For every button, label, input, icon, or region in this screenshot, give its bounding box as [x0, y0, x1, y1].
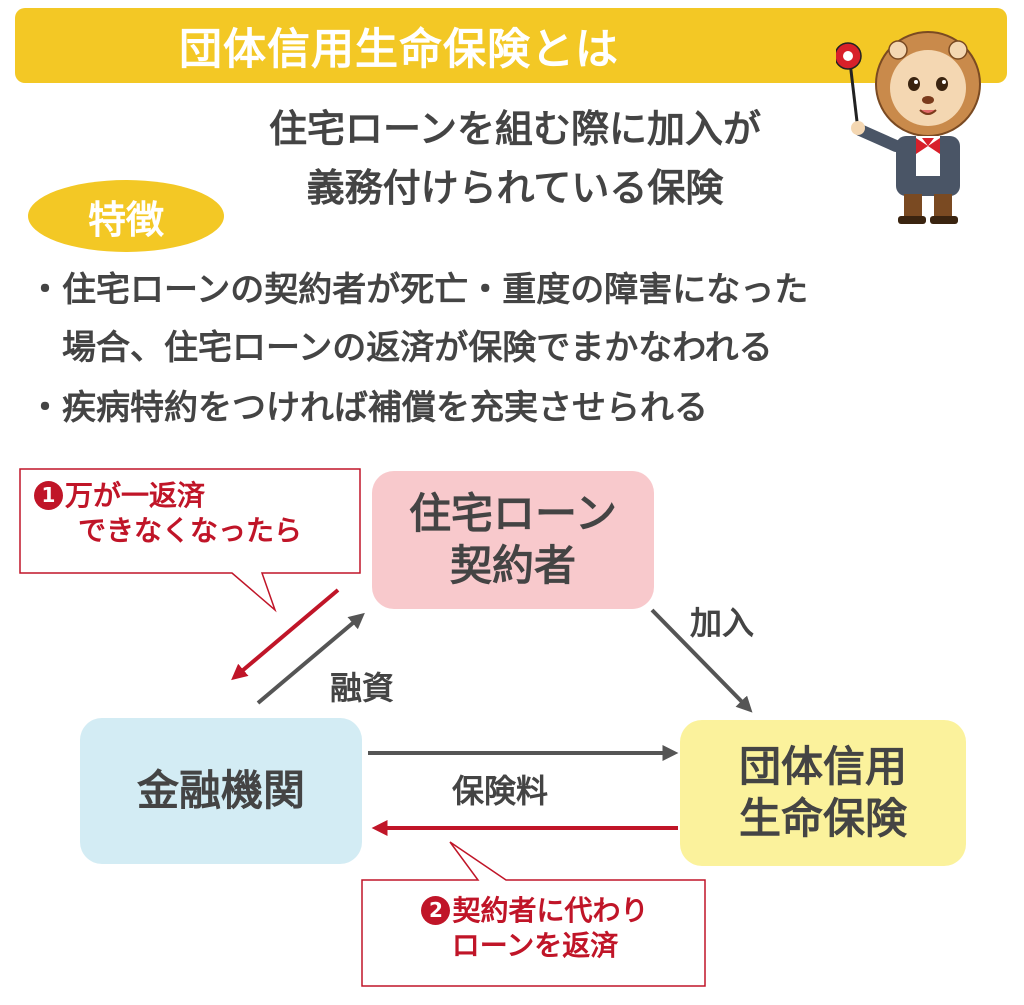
arrow-default-to-bank — [231, 588, 340, 681]
node-bank: 金融機関 — [80, 718, 362, 864]
node-insurance-line-2: 生命保険 — [738, 794, 907, 843]
node-borrower-line-2: 契約者 — [449, 541, 576, 590]
subtitle-line-1: 住宅ローンを組む際に加入が — [268, 107, 762, 151]
node-loan-borrower: 住宅ローン 契約者 — [372, 471, 654, 609]
label-loan: 融資 — [330, 669, 395, 707]
node-group-life-insurance: 団体信用 生命保険 — [680, 720, 966, 866]
bullet-2: ・疾病特約をつければ補償を充実させられる — [28, 388, 708, 428]
arrow-loan-to-borrower — [256, 612, 365, 705]
callout-2-line-1: 契約者に代わり — [452, 894, 649, 927]
subtitle-line-2: 義務付けられている保険 — [306, 166, 724, 210]
node-borrower-line-1: 住宅ローン — [409, 488, 617, 538]
node-bank-label: 金融機関 — [136, 765, 305, 815]
callout-2-frame — [361, 841, 706, 987]
label-join: 加入 — [690, 604, 755, 642]
callout-1-line-1: 万が一返済 — [65, 479, 206, 512]
arrow-join-to-insurance — [650, 608, 753, 713]
label-premium: 保険料 — [452, 772, 549, 810]
circled-number-1-icon: 1 — [34, 481, 63, 510]
page-title: 団体信用生命保険とは — [179, 24, 619, 75]
lion-mascot-icon — [836, 31, 981, 224]
bullet-1-line-1: ・住宅ローンの契約者が死亡・重度の障害になった — [28, 270, 809, 310]
callout-1-line-2: できなくなったら — [78, 514, 303, 547]
feature-badge: 特徴 — [28, 180, 224, 252]
callout-2-line-2: ローンを返済 — [451, 929, 619, 962]
node-insurance-line-1: 団体信用 — [738, 741, 907, 791]
callout-1-frame — [19, 468, 361, 613]
bullet-1-line-2: 場合、住宅ローンの返済が保険でまかなわれる — [62, 328, 773, 368]
circled-number-2-icon: 2 — [421, 896, 451, 925]
